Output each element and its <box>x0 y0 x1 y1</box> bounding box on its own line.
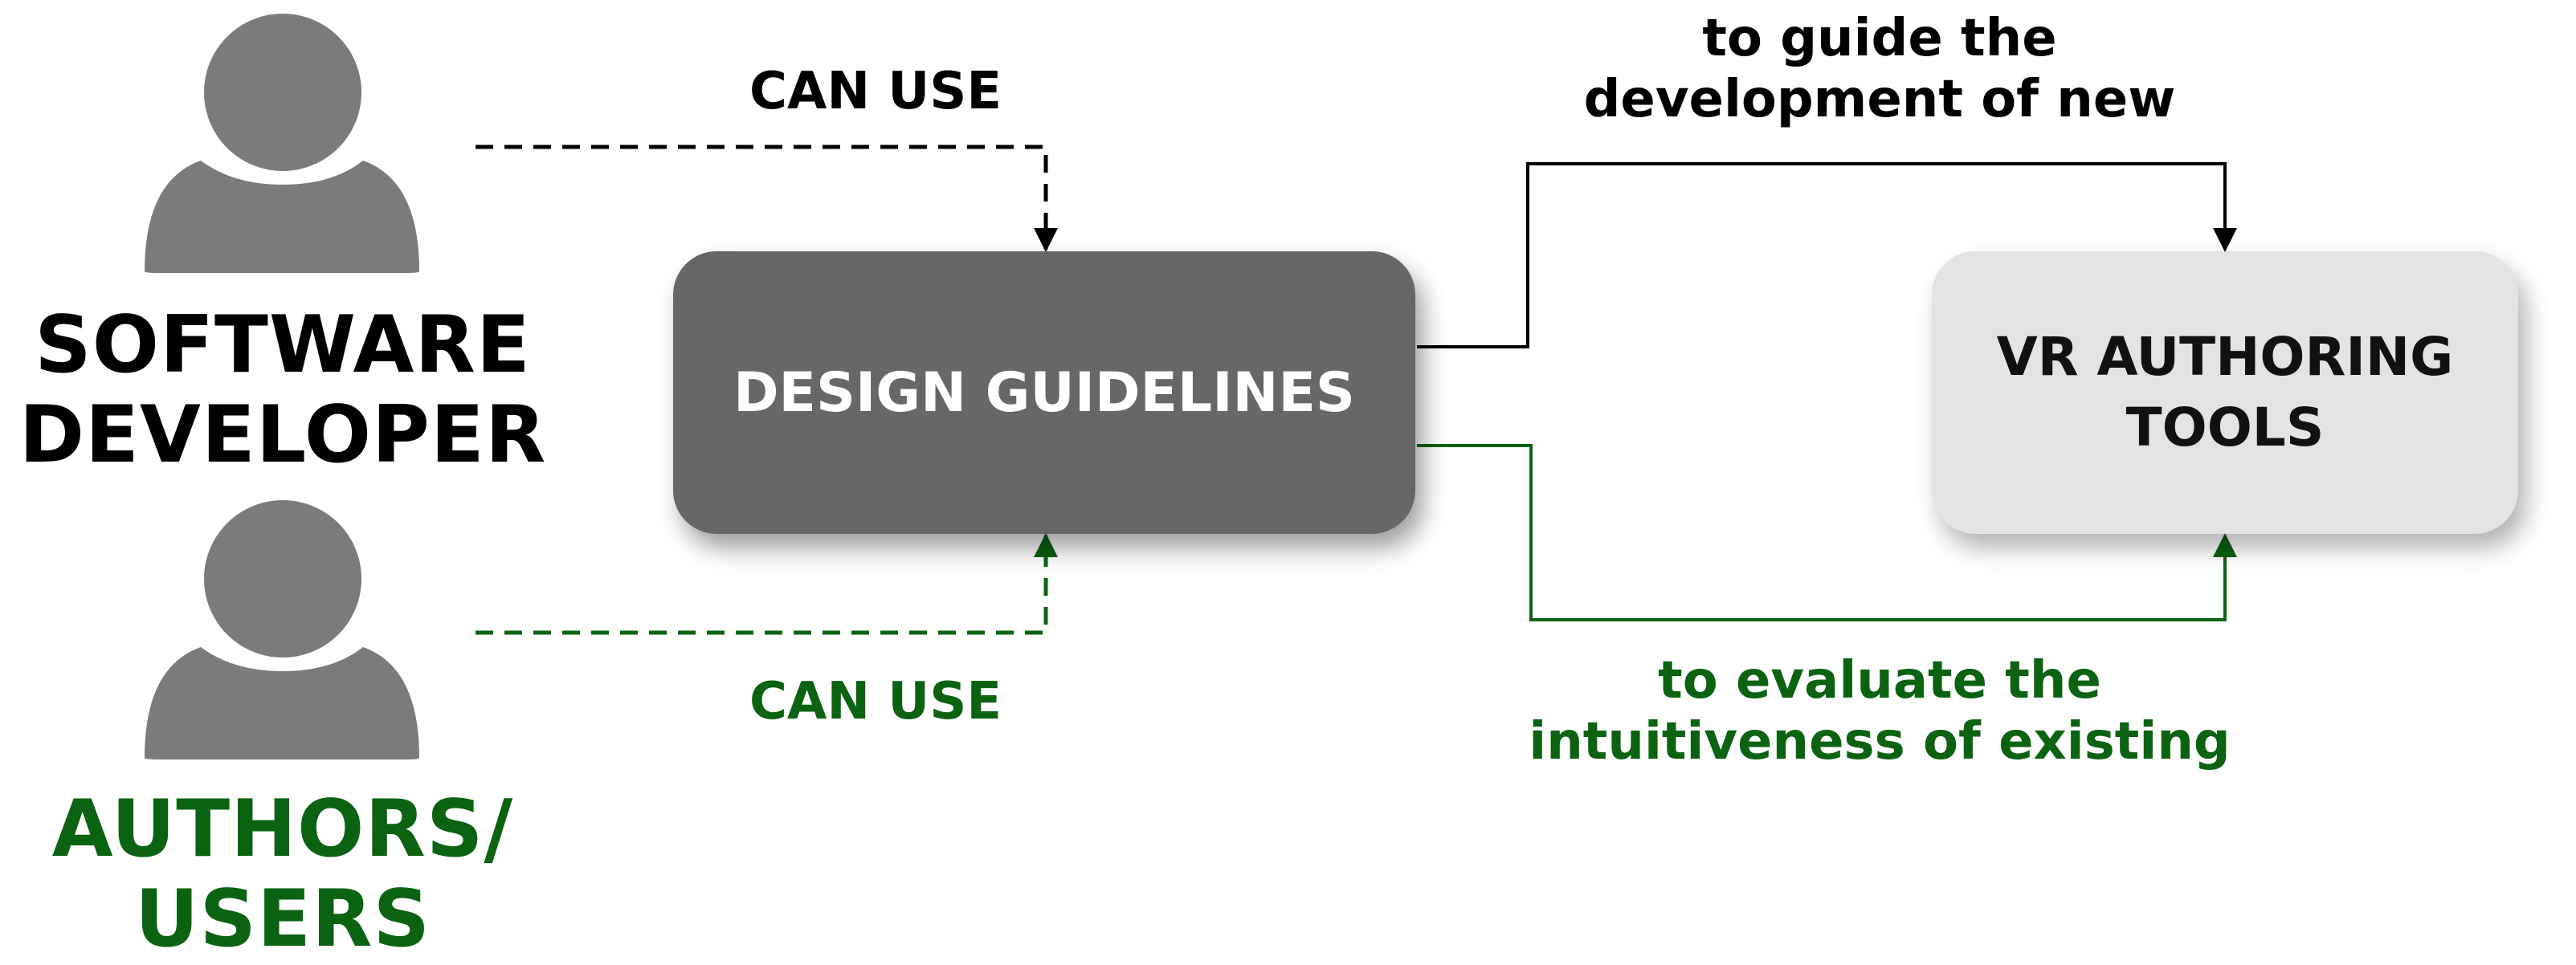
developer-label-line1: SOFTWARE <box>35 299 531 391</box>
authors-person-head <box>204 500 361 658</box>
edge-authors-guidelines-line <box>476 533 1058 635</box>
evaluate-intuitiveness-label-line1: to evaluate the <box>1658 651 2101 711</box>
developer-label: SOFTWARE DEVELOPER <box>0 300 565 480</box>
guidelines-node-fill <box>673 251 1415 534</box>
design-guidelines-node: DESIGN GUIDELINES <box>673 251 1415 534</box>
authors-person-body <box>145 647 419 759</box>
edge-guide-line <box>1417 162 2237 348</box>
guide-development-label-line2: development of new <box>1583 70 2176 129</box>
developer-person-body <box>145 161 419 273</box>
authors-person-icon <box>145 489 419 759</box>
authors-label-line1: AUTHORS/ <box>51 784 514 875</box>
developer-can-use-label: CAN USE <box>749 62 1002 121</box>
authors-label-line2: USERS <box>134 873 431 965</box>
developer-label-line2: DEVELOPER <box>18 389 547 481</box>
authors-label: AUTHORS/ USERS <box>0 784 565 964</box>
edge-evaluate-line <box>1417 444 2237 621</box>
vr-authoring-tools-label-line2: TOOLS <box>2125 397 2325 458</box>
developer-person-head <box>204 14 361 171</box>
guide-development-label-line1: to guide the <box>1702 9 2057 68</box>
evaluate-intuitiveness-label-line2: intuitiveness of existing <box>1529 712 2231 772</box>
design-guidelines-label: DESIGN GUIDELINES <box>733 360 1355 425</box>
tools-node-fill <box>1932 251 2518 534</box>
vr-authoring-tools-label-line1: VR AUTHORING <box>1996 326 2454 388</box>
evaluate-intuitiveness-label: to evaluate the intuitiveness of existin… <box>1438 650 2321 772</box>
developer-person-icon <box>145 2 419 273</box>
authors-can-use-label: CAN USE <box>749 672 1002 731</box>
vr-authoring-tools-node: VR AUTHORING TOOLS <box>1932 251 2518 534</box>
edge-developer-guidelines-line <box>476 145 1058 252</box>
guide-development-label: to guide the development of new <box>1478 8 2281 130</box>
